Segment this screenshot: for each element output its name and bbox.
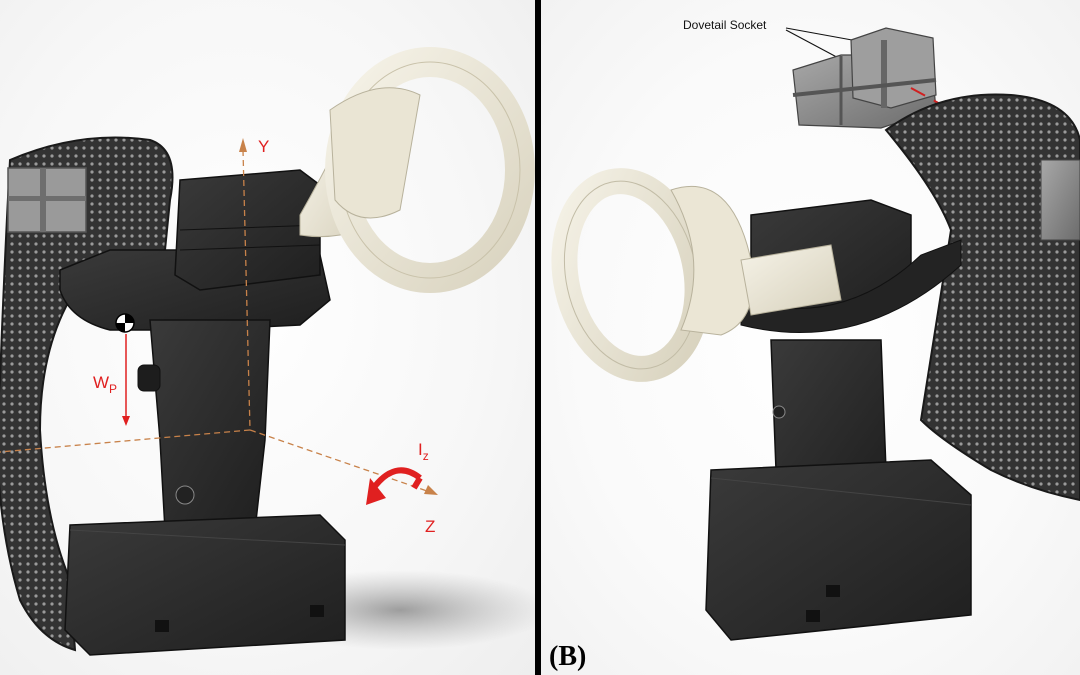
y-axis-arrow — [239, 138, 247, 152]
panel-a-illustration: Y Z WP Iz — [0, 47, 535, 656]
mount-arm — [740, 239, 962, 333]
controller-ring — [551, 168, 842, 382]
inertia-label-subscript: z — [423, 449, 429, 463]
panel-b: Dovetail Socket — [541, 0, 1080, 675]
panel-b-illustration: Dovetail Socket — [549, 18, 1080, 672]
dovetail-socket-label: Dovetail Socket — [683, 18, 767, 32]
rotation-arrow — [369, 467, 422, 492]
grip-button — [175, 485, 195, 505]
perforated-handle — [884, 93, 1080, 502]
panel-a: Y Z WP Iz — [0, 0, 535, 675]
controller-ring — [299, 47, 535, 293]
grip — [149, 319, 271, 531]
base-box — [64, 514, 346, 656]
panel-divider — [535, 0, 541, 675]
z-axis-arrow — [424, 485, 438, 495]
mount-block — [174, 169, 321, 291]
panel-b-label: (B) — [549, 641, 586, 672]
inertia-label: Iz — [418, 440, 429, 463]
handle-dovetail-block — [1040, 159, 1080, 241]
base-box — [705, 459, 972, 641]
z-axis-line — [249, 429, 431, 493]
callout-leader-1 — [785, 27, 864, 43]
weight-label-main: W — [93, 373, 109, 392]
y-axis-label: Y — [258, 137, 269, 156]
weight-arrow-head — [122, 416, 130, 426]
inertia-label-main: I — [418, 440, 423, 459]
center-of-mass-marker — [115, 313, 135, 333]
weight-label-subscript: P — [109, 382, 117, 396]
weight-label: WP — [93, 373, 117, 396]
y-axis-line — [242, 149, 251, 431]
perforated-handle — [0, 136, 174, 652]
axes — [0, 138, 438, 495]
rotation-arrow-head — [366, 478, 386, 505]
grip-side-button — [772, 405, 786, 419]
dovetail-block — [7, 167, 87, 233]
dovetail-socket — [792, 27, 937, 129]
x-axis-line — [0, 429, 251, 453]
trigger-knob — [137, 364, 161, 392]
z-axis-label: Z — [425, 517, 435, 536]
